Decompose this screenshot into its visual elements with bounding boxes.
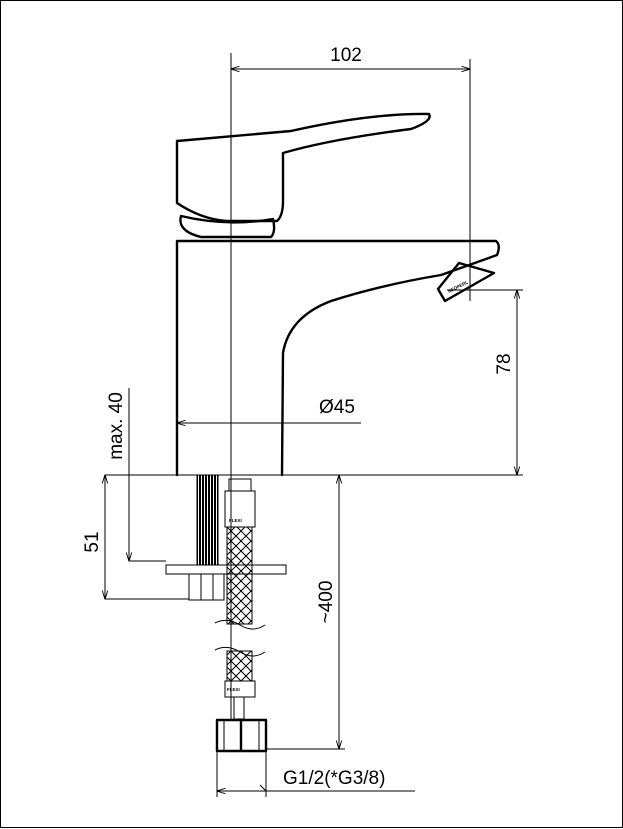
hose-fitting-bottom: FLEXI	[224, 680, 256, 720]
connection-nut	[215, 718, 268, 753]
fixing-nut	[188, 573, 225, 601]
hose-length-label: ~400	[316, 581, 337, 624]
lever-handle	[175, 112, 431, 239]
svg-text:NEOPERL: NEOPERL	[447, 279, 469, 293]
dimension-body-diameter: Ø45	[177, 397, 361, 429]
dimension-fixing-depth: 51	[82, 475, 189, 600]
faucet-body	[175, 239, 500, 477]
svg-text:FLEXI: FLEXI	[229, 518, 242, 523]
dimension-spout-reach: 102	[231, 45, 471, 301]
dimension-hose-length: ~400	[266, 475, 345, 750]
dimension-connection-thread: G1/2(*G3/8)	[216, 751, 415, 797]
spout-reach-label: 102	[330, 45, 362, 66]
hose-fitting-top: FLEXI	[224, 478, 256, 528]
connection-thread-label: G1/2(*G3/8)	[283, 768, 385, 789]
fixing-plate	[165, 564, 287, 575]
threaded-rod	[196, 474, 219, 566]
svg-text:FLEXI: FLEXI	[227, 687, 240, 692]
dimension-spout-height: 78	[283, 289, 523, 476]
body-diameter-label: Ø45	[319, 397, 355, 418]
max-deck-label: max. 40	[106, 392, 127, 460]
aerator: NEOPERL	[436, 261, 496, 303]
spout-height-label: 78	[494, 353, 515, 374]
fixing-depth-label: 51	[82, 531, 103, 552]
dimension-max-deck: max. 40	[106, 388, 166, 562]
